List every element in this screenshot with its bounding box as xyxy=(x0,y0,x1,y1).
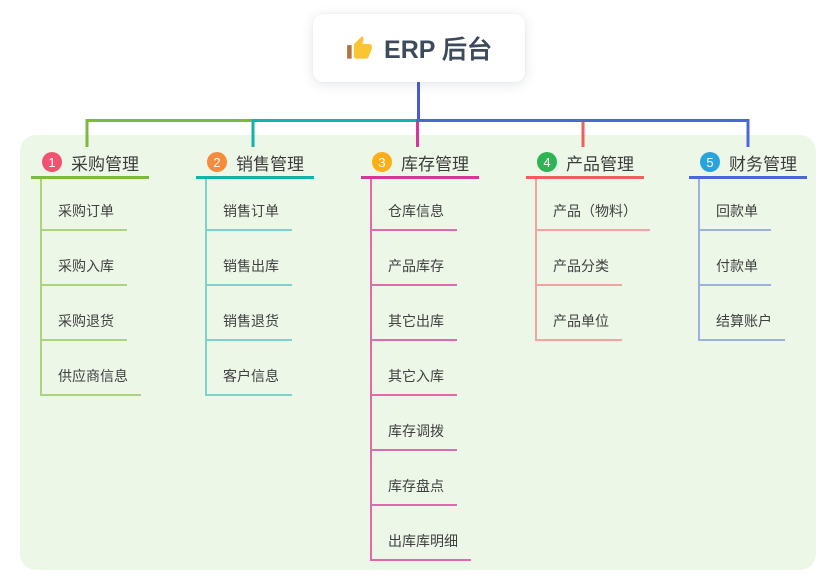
branch-label: 库存管理 xyxy=(401,154,469,174)
branch-number-badge: 5 xyxy=(700,152,720,172)
node-stock-taking[interactable]: 库存盘点 xyxy=(372,451,457,506)
root-node[interactable]: ERP 后台 xyxy=(313,14,525,82)
branch-header-sales[interactable]: 2 销售管理 xyxy=(196,148,314,179)
branch-header-inventory[interactable]: 3 库存管理 xyxy=(361,148,479,179)
branch-number-badge: 3 xyxy=(372,152,392,172)
branch-product: 4 产品管理 产品（物料） 产品分类 产品单位 xyxy=(526,148,650,341)
mindmap-background-panel xyxy=(20,135,816,570)
branch-label: 销售管理 xyxy=(236,154,304,174)
node-supplier-info[interactable]: 供应商信息 xyxy=(42,341,141,396)
node-product-material[interactable]: 产品（物料） xyxy=(537,179,650,231)
branch-children: 销售订单 销售出库 销售退货 客户信息 xyxy=(205,179,292,396)
branch-label: 财务管理 xyxy=(729,154,797,174)
node-sales-outbound[interactable]: 销售出库 xyxy=(207,231,292,286)
node-other-outbound[interactable]: 其它出库 xyxy=(372,286,457,341)
branch-label: 采购管理 xyxy=(71,154,139,174)
root-label: ERP 后台 xyxy=(384,36,492,64)
branch-header-finance[interactable]: 5 财务管理 xyxy=(689,148,807,179)
branch-finance: 5 财务管理 回款单 付款单 结算账户 xyxy=(689,148,807,341)
branch-number-badge: 2 xyxy=(207,152,227,172)
node-outbound-detail[interactable]: 出库库明细 xyxy=(372,506,471,561)
node-purchase-return[interactable]: 采购退货 xyxy=(42,286,127,341)
node-other-inbound[interactable]: 其它入库 xyxy=(372,341,457,396)
branch-procurement: 1 采购管理 采购订单 采购入库 采购退货 供应商信息 xyxy=(31,148,149,396)
node-sales-order[interactable]: 销售订单 xyxy=(207,179,292,231)
node-purchase-inbound[interactable]: 采购入库 xyxy=(42,231,127,286)
branch-children: 产品（物料） 产品分类 产品单位 xyxy=(535,179,650,341)
branch-children: 回款单 付款单 结算账户 xyxy=(698,179,785,341)
node-purchase-order[interactable]: 采购订单 xyxy=(42,179,127,231)
node-sales-return[interactable]: 销售退货 xyxy=(207,286,292,341)
branch-label: 产品管理 xyxy=(566,154,634,174)
branch-header-product[interactable]: 4 产品管理 xyxy=(526,148,644,179)
node-product-stock[interactable]: 产品库存 xyxy=(372,231,457,286)
thumbs-up-icon xyxy=(347,35,372,59)
node-collection-order[interactable]: 回款单 xyxy=(700,179,771,231)
branch-number-badge: 4 xyxy=(537,152,557,172)
branch-sales: 2 销售管理 销售订单 销售出库 销售退货 客户信息 xyxy=(196,148,314,396)
node-stock-transfer[interactable]: 库存调拨 xyxy=(372,396,457,451)
branch-number-badge: 1 xyxy=(42,152,62,172)
node-warehouse-info[interactable]: 仓库信息 xyxy=(372,179,457,231)
node-product-unit[interactable]: 产品单位 xyxy=(537,286,622,341)
branch-children: 采购订单 采购入库 采购退货 供应商信息 xyxy=(40,179,141,396)
node-payment-order[interactable]: 付款单 xyxy=(700,231,771,286)
node-settlement-account[interactable]: 结算账户 xyxy=(700,286,785,341)
node-customer-info[interactable]: 客户信息 xyxy=(207,341,292,396)
node-product-category[interactable]: 产品分类 xyxy=(537,231,622,286)
branch-header-procurement[interactable]: 1 采购管理 xyxy=(31,148,149,179)
branch-inventory: 3 库存管理 仓库信息 产品库存 其它出库 其它入库 库存调拨 库存盘点 出库库… xyxy=(361,148,479,561)
branch-children: 仓库信息 产品库存 其它出库 其它入库 库存调拨 库存盘点 出库库明细 xyxy=(370,179,471,561)
